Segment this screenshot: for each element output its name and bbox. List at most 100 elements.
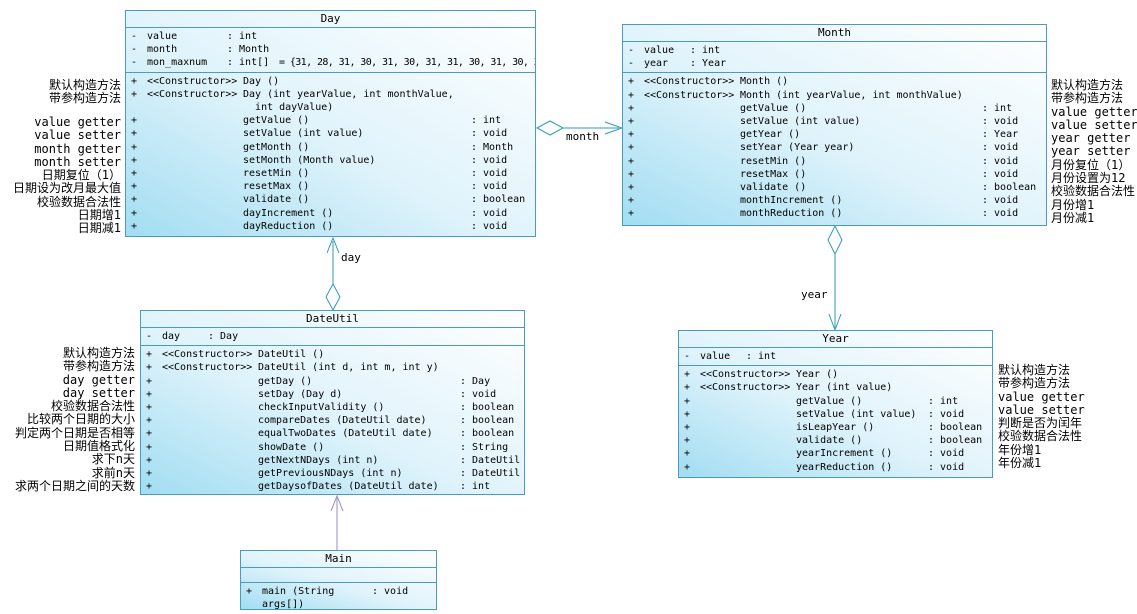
annotation-line: 带参构造方法 — [48, 91, 121, 106]
stereotype-label — [644, 128, 740, 141]
class-box-month[interactable]: Month -value: int-year: Year +<<Construc… — [622, 24, 1047, 226]
method-signature: Month (int yearValue, int monthValue) — [740, 89, 963, 101]
method-return-type: : void — [982, 116, 1019, 128]
visibility-marker: + — [146, 349, 153, 361]
stereotype-label: <<Constructor>> — [700, 382, 791, 394]
annotation-line: 求前n天 — [91, 465, 135, 480]
aggregation-connector-year[interactable] — [827, 224, 843, 332]
visibility-marker: + — [684, 435, 691, 447]
stereotype-label: <<Constructor>> — [147, 75, 238, 87]
class-box-dateutil[interactable]: DateUtil -day: Day +<<Constructor>>DateU… — [140, 310, 525, 495]
method-return-type: : int — [460, 481, 491, 493]
stereotype-label — [162, 441, 258, 454]
annotation-line: value getter — [1051, 104, 1137, 119]
annotation-line: 日期复位（1） — [41, 168, 121, 183]
method-row: +resetMin (): void — [623, 155, 1046, 168]
class-box-main[interactable]: Main +main (String args[]): void — [240, 550, 437, 610]
visibility-marker: + — [146, 415, 153, 427]
visibility-marker: + — [628, 129, 635, 141]
visibility-marker: + — [684, 461, 691, 473]
visibility-marker: + — [628, 195, 635, 207]
visibility-marker: + — [131, 207, 138, 219]
method-signature: setValue (int value) — [796, 408, 917, 420]
method-signature: getDaysofDates (DateUtil date) — [258, 481, 439, 493]
method-row: +dayReduction (): void — [126, 220, 535, 233]
visibility-marker: + — [146, 402, 153, 414]
visibility-marker: + — [684, 448, 691, 460]
class-title-main: Main — [241, 551, 436, 568]
visibility-marker: + — [146, 441, 153, 453]
stereotype-label — [147, 154, 243, 167]
stereotype-label — [147, 180, 243, 193]
stereotype-label — [147, 167, 243, 180]
annotation-line: month getter — [34, 141, 121, 156]
method-signature: validate () — [796, 435, 863, 447]
attributes-compartment: -value: int — [679, 348, 992, 367]
visibility-marker: + — [131, 75, 138, 87]
method-return-type: : void — [982, 168, 1019, 180]
attribute-name: value — [147, 31, 178, 42]
annotation-line: 比较两个日期的大小 — [26, 412, 135, 427]
visibility-marker: - — [628, 45, 635, 56]
method-signature: showDate () — [258, 441, 325, 453]
method-row: + monthIncrement () : void — [623, 194, 1046, 207]
stereotype-label: <<Constructor>> — [644, 89, 735, 101]
aggregation-connector-day[interactable] — [325, 236, 341, 312]
class-title-month: Month — [623, 25, 1046, 42]
visibility-marker: + — [131, 168, 138, 180]
annotation-line: 年份减1 — [998, 456, 1042, 471]
stereotype-label: <<Constructor>> — [162, 349, 253, 361]
stereotype-label — [700, 447, 796, 460]
annotation-line: day setter — [62, 385, 135, 400]
method-row: +main (String args[]): void — [241, 585, 436, 609]
stereotype-label: <<Constructor>> — [644, 76, 735, 88]
method-row: +getDay (): Day — [141, 375, 524, 388]
method-signature: getYear () — [740, 129, 801, 141]
method-row: +getNextNDays (int n): DateUtil — [141, 454, 524, 467]
stereotype-label — [147, 127, 243, 140]
stereotype-label: <<Constructor>> — [700, 369, 791, 381]
stereotype-label — [700, 461, 796, 474]
annotation-line: value setter — [34, 128, 121, 143]
method-signature: Month () — [740, 76, 789, 88]
annotation-line: 默认构造方法 — [62, 346, 135, 360]
annotation-line: 日期增1 — [77, 208, 121, 223]
method-row: +setValue (int value): void — [126, 127, 535, 140]
attribute-name: year — [644, 58, 669, 70]
method-row: +getMonth (): Month — [126, 141, 535, 154]
visibility-marker: + — [628, 76, 635, 88]
annotation-line: value getter — [34, 115, 121, 129]
method-signature: equalTwoDates (DateUtil date) — [258, 428, 433, 440]
stereotype-label — [147, 220, 243, 233]
method-signature: Day () — [243, 75, 280, 87]
method-return-type: : boolean — [982, 182, 1037, 194]
visibility-marker: + — [684, 369, 691, 381]
visibility-marker: + — [146, 481, 153, 493]
attribute-row: -year: Year — [623, 57, 1046, 70]
annotation-line: 判断是否为闰年 — [998, 416, 1083, 431]
method-return-type: : void — [982, 195, 1019, 207]
aggregation-diamond — [325, 282, 341, 312]
method-return-type: : Year — [982, 129, 1019, 141]
stereotype-label — [700, 434, 796, 447]
method-row: +getValue (): int — [679, 395, 992, 408]
class-box-year[interactable]: Year -value: int +<<Constructor>>Year ()… — [678, 330, 993, 478]
arrowhead-icon — [330, 494, 344, 512]
stereotype-label — [700, 421, 796, 434]
method-row: +validate (): boolean — [623, 181, 1046, 194]
method-row: +getValue (): int — [126, 114, 535, 127]
method-signature: setDay (Day d) — [258, 388, 343, 400]
annotation-line: value getter — [998, 389, 1085, 404]
visibility-marker: + — [146, 454, 153, 466]
stereotype-label — [162, 401, 258, 414]
class-box-day[interactable]: Day -value: int-month: Month-mon_maxnum:… — [125, 10, 536, 237]
stereotype-label — [147, 141, 243, 154]
attributes-compartment: -day: Day — [141, 328, 524, 347]
visibility-marker: + — [146, 468, 153, 480]
method-signature: monthIncrement () — [740, 195, 843, 207]
visibility-marker: + — [131, 181, 138, 193]
class-title-day: Day — [126, 11, 535, 28]
association-connector-main-dateutil[interactable] — [330, 494, 344, 550]
